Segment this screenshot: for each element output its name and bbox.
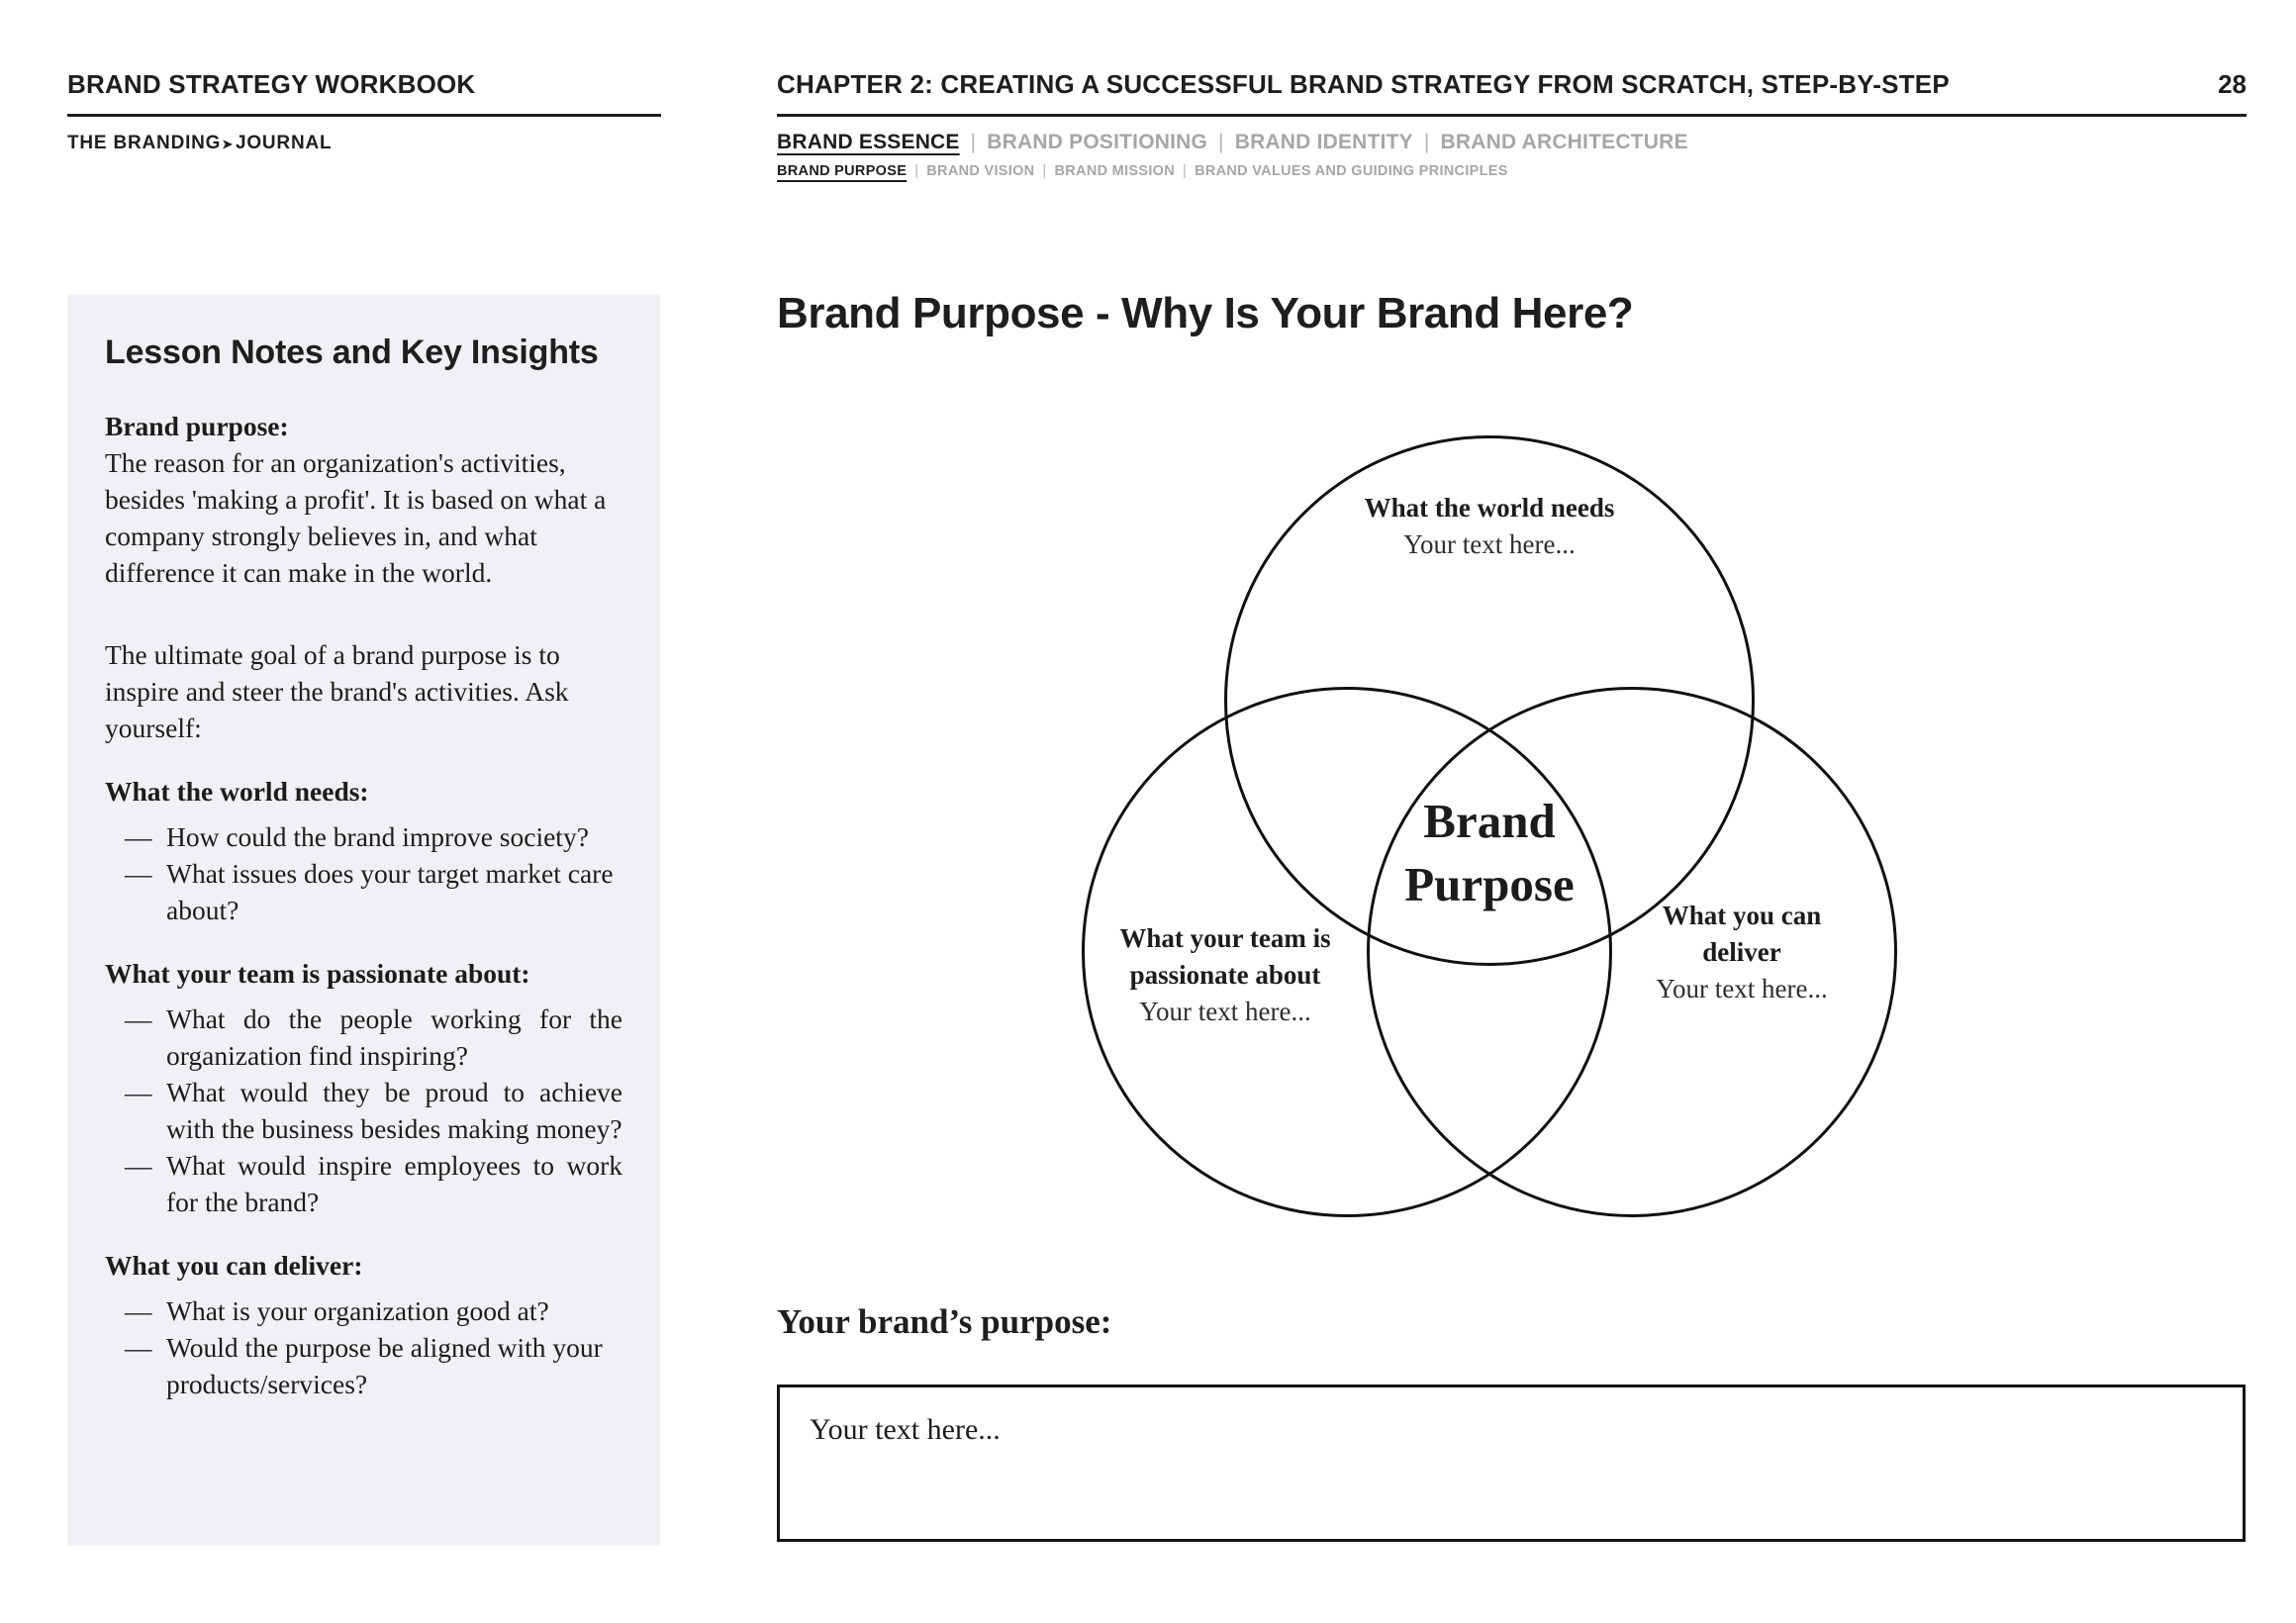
venn-label-text: deliver [1702, 937, 1781, 967]
venn-right-placeholder[interactable]: Your text here... [1656, 974, 1828, 1003]
bullet-dash-icon: — [125, 858, 152, 889]
header-left-divider [67, 114, 661, 117]
list-item-text: What would inspire employees to work for… [166, 1150, 622, 1217]
breadcrumb-separator: | [1042, 163, 1047, 179]
header-right-divider [777, 114, 2247, 117]
definition-label: Brand purpose: [105, 411, 289, 441]
breadcrumb-brand-purpose[interactable]: BRAND PURPOSE [777, 163, 908, 179]
venn-label-world-needs: What the world needs Your text here... [1292, 490, 1687, 563]
breadcrumb-level1: BRAND ESSENCE | BRAND POSITIONING | BRAN… [777, 131, 2247, 154]
breadcrumb-brand-essence[interactable]: BRAND ESSENCE [777, 131, 960, 153]
breadcrumb-brand-architecture[interactable]: BRAND ARCHITECTURE [1440, 131, 1688, 153]
venn-label-team-passion: What your team is passionate about Your … [1047, 920, 1403, 1030]
bullet-dash-icon: — [125, 1077, 152, 1107]
venn-circle-can-deliver [1367, 687, 1897, 1217]
venn-left-placeholder[interactable]: Your text here... [1139, 997, 1311, 1026]
breadcrumb-separator: | [970, 131, 977, 153]
list-item: — How could the brand improve society? [105, 818, 622, 855]
logo-text-post: JOURNAL [235, 133, 333, 153]
venn-center-line1: Brand [1423, 794, 1556, 848]
breadcrumb-brand-identity[interactable]: BRAND IDENTITY [1234, 131, 1413, 153]
breadcrumb-separator: | [914, 163, 919, 179]
venn-label-text: What the world needs [1364, 493, 1615, 523]
venn-center-line2: Purpose [1404, 857, 1575, 911]
list-item-text: Would the purpose be aligned with your p… [166, 1332, 603, 1399]
bullet-dash-icon: — [125, 1003, 152, 1034]
bullet-dash-icon: — [125, 821, 152, 852]
venn-label-can-deliver: What you can deliver Your text here... [1564, 898, 1920, 1007]
note-section-can-deliver: What you can deliver: — What is your org… [105, 1247, 622, 1402]
breadcrumb-brand-positioning[interactable]: BRAND POSITIONING [987, 131, 1208, 153]
section-heading: What you can deliver: [105, 1250, 363, 1281]
breadcrumb-separator: | [1423, 131, 1430, 153]
section-heading: What your team is passionate about: [105, 958, 530, 989]
goal-paragraph: The ultimate goal of a brand purpose is … [105, 639, 569, 743]
lesson-notes-title: Lesson Notes and Key Insights [105, 334, 599, 371]
list-item-text: What is your organization good at? [166, 1295, 549, 1326]
bullet-dash-icon: — [125, 1295, 152, 1326]
breadcrumb-separator: | [1183, 163, 1188, 179]
list-item: — What issues does your target market ca… [105, 855, 622, 928]
bullet-dash-icon: — [125, 1150, 152, 1181]
venn-label-text: What you can [1662, 901, 1822, 930]
chapter-title: CHAPTER 2: CREATING A SUCCESSFUL BRAND S… [777, 69, 1950, 99]
header-left: BRAND STRATEGY WORKBOOK THE BRANDING ➤ J… [67, 69, 661, 154]
workbook-title: BRAND STRATEGY WORKBOOK [67, 69, 476, 99]
list-item-text: What issues does your target market care… [166, 858, 614, 925]
breadcrumb-brand-vision[interactable]: BRAND VISION [926, 163, 1035, 179]
breadcrumb-brand-values[interactable]: BRAND VALUES AND GUIDING PRINCIPLES [1195, 163, 1508, 179]
page-number: 28 [2218, 69, 2247, 99]
venn-label-text: passionate about [1129, 960, 1321, 990]
breadcrumb-level2: BRAND PURPOSE | BRAND VISION | BRAND MIS… [777, 163, 2247, 179]
list-item-text: What would they be proud to achieve with… [166, 1077, 622, 1144]
list-item: — What would inspire employees to work f… [105, 1147, 622, 1220]
list-item: — Would the purpose be aligned with your… [105, 1329, 622, 1402]
page-title: Brand Purpose - Why Is Your Brand Here? [777, 289, 1634, 337]
brand-logo: THE BRANDING ➤ JOURNAL [67, 133, 661, 154]
header-right: CHAPTER 2: CREATING A SUCCESSFUL BRAND S… [777, 69, 2247, 179]
bullet-dash-icon: — [125, 1332, 152, 1363]
list-item-text: How could the brand improve society? [166, 821, 589, 852]
breadcrumb-separator: | [1218, 131, 1224, 153]
venn-label-text: What your team is [1119, 923, 1331, 953]
breadcrumb-brand-mission[interactable]: BRAND MISSION [1054, 163, 1176, 179]
section-heading: What the world needs: [105, 776, 369, 807]
brand-purpose-field-label: Your brand’s purpose: [777, 1302, 1112, 1341]
lesson-notes-panel: Lesson Notes and Key Insights Brand purp… [67, 294, 660, 1546]
list-item: — What is your organization good at? [105, 1292, 622, 1329]
definition-text: The reason for an organization's activit… [105, 447, 607, 588]
list-item: — What would they be proud to achieve wi… [105, 1074, 622, 1147]
note-section-world-needs: What the world needs: — How could the br… [105, 773, 622, 928]
logo-text-pre: THE BRANDING [67, 133, 222, 153]
logo-arrow-icon: ➤ [222, 137, 234, 151]
venn-top-placeholder[interactable]: Your text here... [1403, 529, 1576, 559]
list-item: — What do the people working for the org… [105, 1001, 622, 1074]
list-item-text: What do the people working for the organ… [166, 1003, 622, 1071]
note-section-team-passion: What your team is passionate about: — Wh… [105, 955, 622, 1220]
venn-center-label: Brand Purpose [1292, 790, 1687, 916]
brand-purpose-venn-diagram: What the world needs Your text here... B… [1069, 426, 1910, 1237]
brand-purpose-text-field[interactable]: Your text here... [777, 1384, 2246, 1542]
